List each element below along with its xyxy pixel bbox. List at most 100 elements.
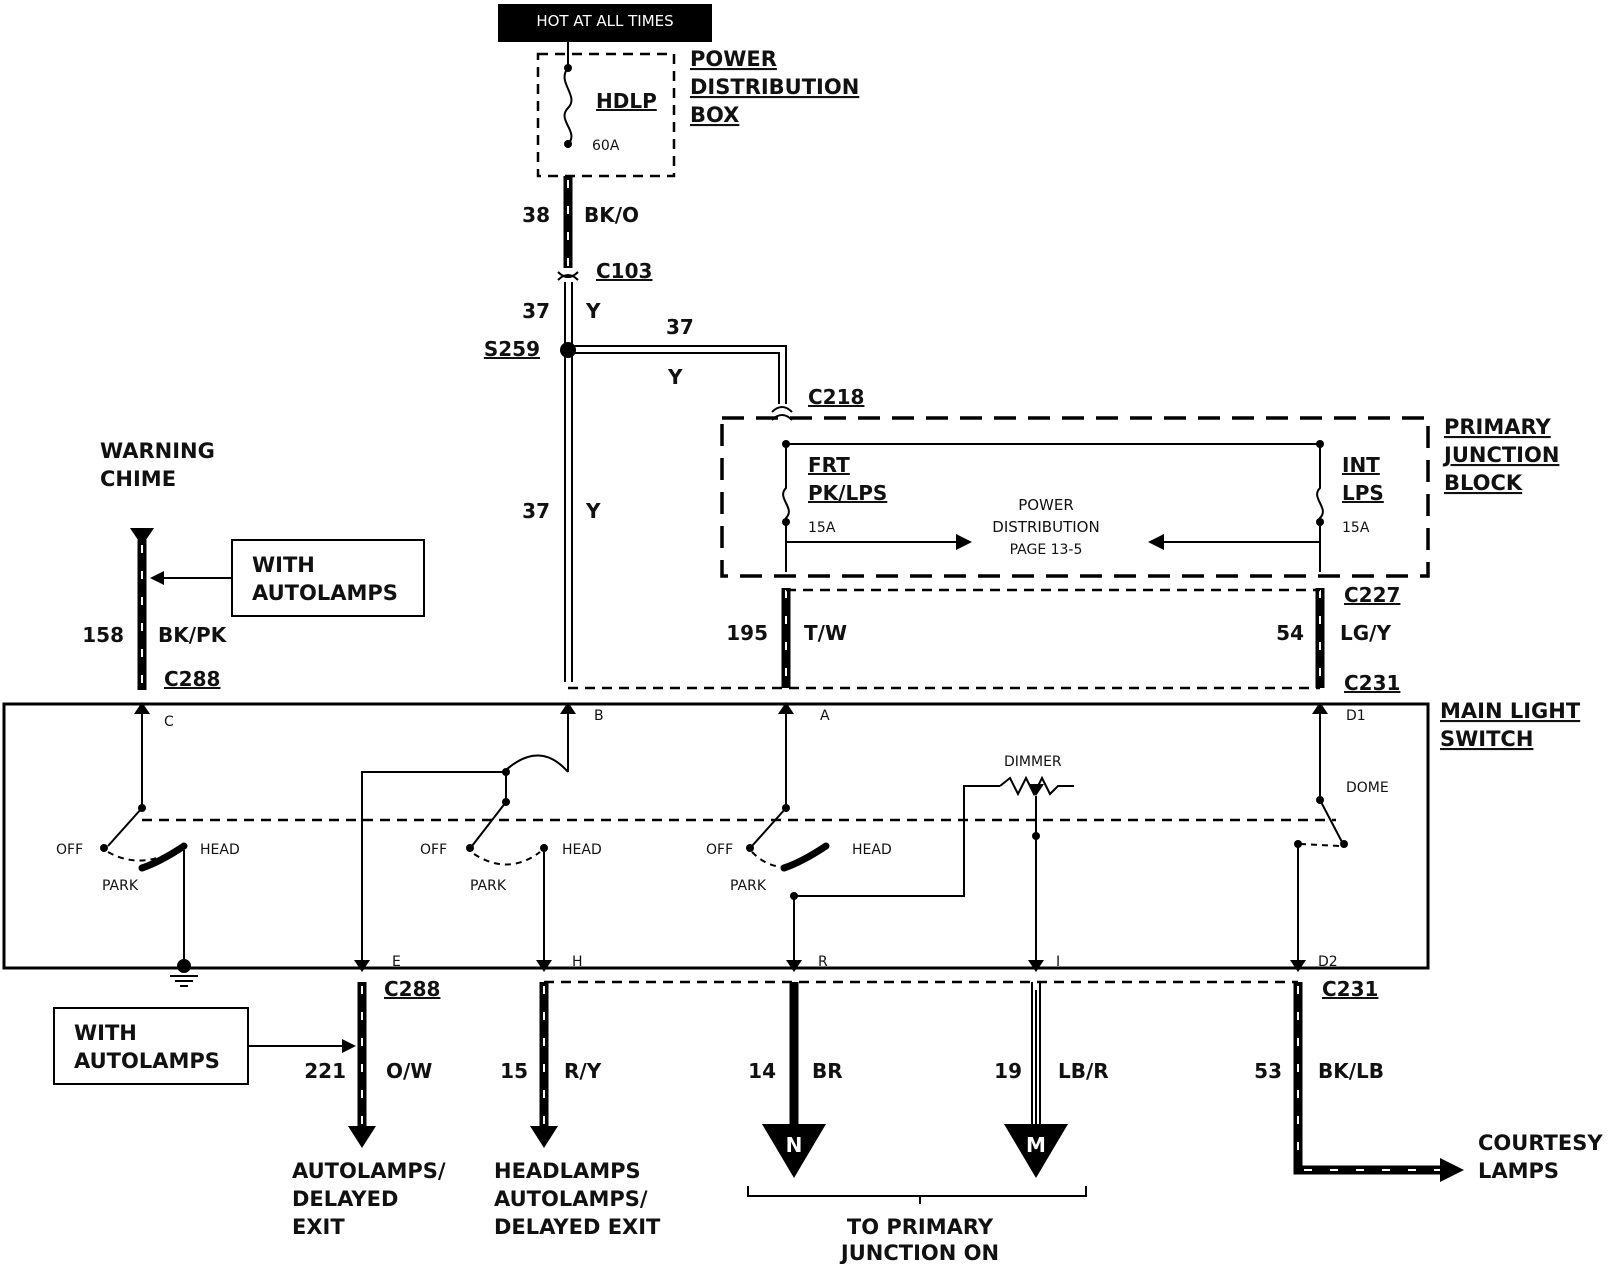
fuse2-line2: LPS: [1342, 481, 1384, 505]
wire-221-num: 221: [304, 1059, 346, 1083]
frt-pk-lps-fuse: [782, 444, 790, 572]
sw1-park: PARK: [102, 878, 139, 894]
pin-d1: D1: [1346, 708, 1366, 724]
wire-54-color: LG/Y: [1340, 621, 1391, 645]
pjb-label-1: PRIMARY: [1444, 415, 1552, 439]
wire-195-color: T/W: [804, 621, 847, 645]
pd-line-2: DISTRIBUTION: [992, 518, 1099, 536]
pdb-label-3: BOX: [690, 103, 739, 127]
wire-38-color: BK/O: [584, 203, 639, 227]
s259-label: S259: [484, 337, 540, 361]
main-light-switch-box: [2, 702, 1430, 970]
wire-37b-color: Y: [667, 365, 683, 389]
dest-courtesy-1: COURTESY: [1478, 1131, 1603, 1155]
wire-19-num: 19: [994, 1059, 1022, 1083]
wire-158-color: BK/PK: [158, 623, 228, 647]
wa-top-line2: AUTOLAMPS: [252, 581, 398, 605]
c288-bot-label: C288: [384, 977, 440, 1001]
primary-junction-block: [720, 416, 1430, 578]
dest-autolamps-3: EXIT: [292, 1215, 345, 1239]
hdlp-fuse-name: HDLP: [596, 89, 657, 113]
fuse2-line1: INT: [1342, 453, 1380, 477]
s259-splice: [560, 342, 576, 358]
c227-label: C227: [1344, 583, 1400, 607]
dest-courtesy-2: LAMPS: [1478, 1159, 1559, 1183]
wire-14-color: BR: [812, 1059, 843, 1083]
pdb-label-2: DISTRIBUTION: [690, 75, 859, 99]
hdlp-fuse-symbol: [563, 67, 573, 145]
dest-primary-1: TO PRIMARY: [847, 1215, 994, 1239]
wire-37a-num: 37: [522, 299, 550, 323]
pjb-label-2: JUNCTION: [1442, 443, 1559, 467]
wire-37a-color: Y: [585, 299, 601, 323]
wire-53-color: BK/LB: [1318, 1059, 1384, 1083]
power-distribution-box: [536, 52, 676, 178]
wire-37c-color: Y: [585, 499, 601, 523]
pin-c: C: [164, 714, 174, 730]
connector-m: [1004, 1124, 1068, 1178]
c218-label: C218: [808, 385, 864, 409]
fuse1-line1: FRT: [808, 453, 850, 477]
wire-15-num: 15: [500, 1059, 528, 1083]
chime-line2: CHIME: [100, 467, 176, 491]
dimmer-resistor: [999, 775, 1074, 797]
wire-37c-num: 37: [522, 499, 550, 523]
hdlp-fuse-rating: 60A: [592, 138, 620, 154]
connector-n: [762, 1124, 826, 1178]
hot-banner-box: [498, 4, 712, 42]
sw1-head: HEAD: [200, 842, 240, 858]
wire-15-color: R/Y: [564, 1059, 602, 1083]
c231-top-label: C231: [1344, 671, 1400, 695]
dimmer-label: DIMMER: [1004, 754, 1062, 770]
pin-r: R: [818, 954, 828, 970]
sw2-head: HEAD: [562, 842, 602, 858]
pin-h: H: [572, 954, 583, 970]
fuse2-rating: 15A: [1342, 520, 1370, 536]
dest-primary-2: JUNCTION ON: [839, 1241, 999, 1264]
sw3-head: HEAD: [852, 842, 892, 858]
c103-label: C103: [596, 259, 652, 283]
wire-19-color: LB/R: [1058, 1059, 1109, 1083]
wire-158-num: 158: [82, 623, 124, 647]
wire-37b-num: 37: [666, 315, 694, 339]
wire-53-num: 53: [1254, 1059, 1282, 1083]
wa-bot-line1: WITH: [74, 1021, 137, 1045]
hot-banner-text: HOT AT ALL TIMES: [536, 12, 673, 30]
c231-bot-label: C231: [1322, 977, 1378, 1001]
primary-brace: [747, 1186, 1087, 1204]
fuse1-line2: PK/LPS: [808, 481, 887, 505]
pin-d2: D2: [1318, 954, 1338, 970]
wire-38-num: 38: [522, 203, 550, 227]
sw1-off: OFF: [56, 842, 83, 858]
pd-line-3: PAGE 13-5: [1010, 542, 1083, 558]
sw3-off: OFF: [706, 842, 733, 858]
connector-n-label: N: [786, 1133, 803, 1157]
chime-line1: WARNING: [100, 439, 215, 463]
mls-label-2: SWITCH: [1440, 727, 1533, 751]
sw3-park: PARK: [730, 878, 767, 894]
fuse1-rating: 15A: [808, 520, 836, 536]
dest-autolamps-2: DELAYED: [292, 1187, 398, 1211]
wire-221-color: O/W: [386, 1059, 432, 1083]
wa-bot-line2: AUTOLAMPS: [74, 1049, 220, 1073]
dest-headlamps-1: HEADLAMPS: [494, 1159, 641, 1183]
pd-line-1: POWER: [1018, 496, 1074, 514]
pjb-label-3: BLOCK: [1444, 471, 1523, 495]
pdb-label-1: POWER: [690, 47, 777, 71]
pin-i: I: [1056, 954, 1060, 970]
wire-14-num: 14: [748, 1059, 776, 1083]
dest-headlamps-3: DELAYED EXIT: [494, 1215, 661, 1239]
mls-label-1: MAIN LIGHT: [1440, 699, 1581, 723]
dest-headlamps-2: AUTOLAMPS/: [494, 1187, 648, 1211]
int-lps-fuse: [1316, 444, 1324, 572]
wire-195-num: 195: [726, 621, 768, 645]
sw2-off: OFF: [420, 842, 447, 858]
pin-e: E: [392, 954, 401, 970]
dome-label: DOME: [1346, 780, 1389, 796]
pin-b: B: [594, 708, 604, 724]
c288-top-label: C288: [164, 667, 220, 691]
dest-autolamps-1: AUTOLAMPS/: [292, 1159, 446, 1183]
sw2-park: PARK: [470, 878, 507, 894]
connector-m-label: M: [1026, 1133, 1046, 1157]
